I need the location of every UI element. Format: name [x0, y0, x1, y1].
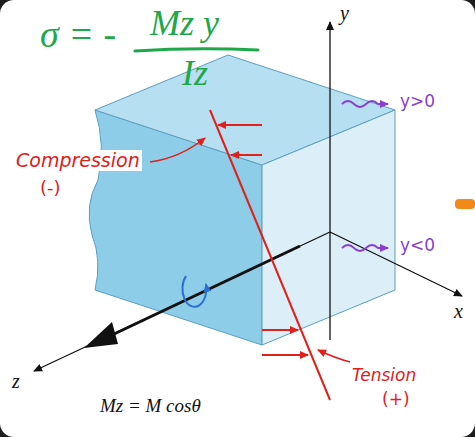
leader-line [318, 350, 350, 362]
axis-label: y [340, 2, 349, 24]
sign-label: (-) [38, 178, 63, 198]
region-label: y>0 [400, 92, 435, 111]
x-axis [330, 232, 462, 296]
fraction-bar [135, 49, 258, 51]
moment-label: Mz = M cosθ [100, 396, 201, 417]
pointer-arrow [342, 245, 388, 251]
leader-line [150, 138, 205, 162]
compression-arrow [218, 124, 262, 126]
equation-denominator: Iz [182, 54, 208, 94]
z-axis [34, 232, 330, 371]
axis-label: x [454, 300, 463, 322]
region-label: y<0 [400, 236, 435, 255]
sign-label: (+) [382, 390, 410, 409]
tension-arrow [262, 354, 308, 356]
rotation-arrow [182, 276, 206, 307]
equation-numerator: Mz y [150, 4, 219, 44]
stress-label: Tension [352, 366, 416, 385]
cross-section-face [262, 110, 395, 345]
compression-arrow [231, 154, 262, 156]
y-axis [329, 22, 330, 340]
stress-label: Compression [14, 150, 142, 171]
stress-line [210, 110, 330, 400]
orange-marker [455, 199, 475, 209]
axis-label: z [12, 370, 20, 392]
tension-arrow [262, 329, 298, 331]
pointer-arrow [342, 101, 388, 107]
equation-part: σ = - [40, 14, 116, 56]
